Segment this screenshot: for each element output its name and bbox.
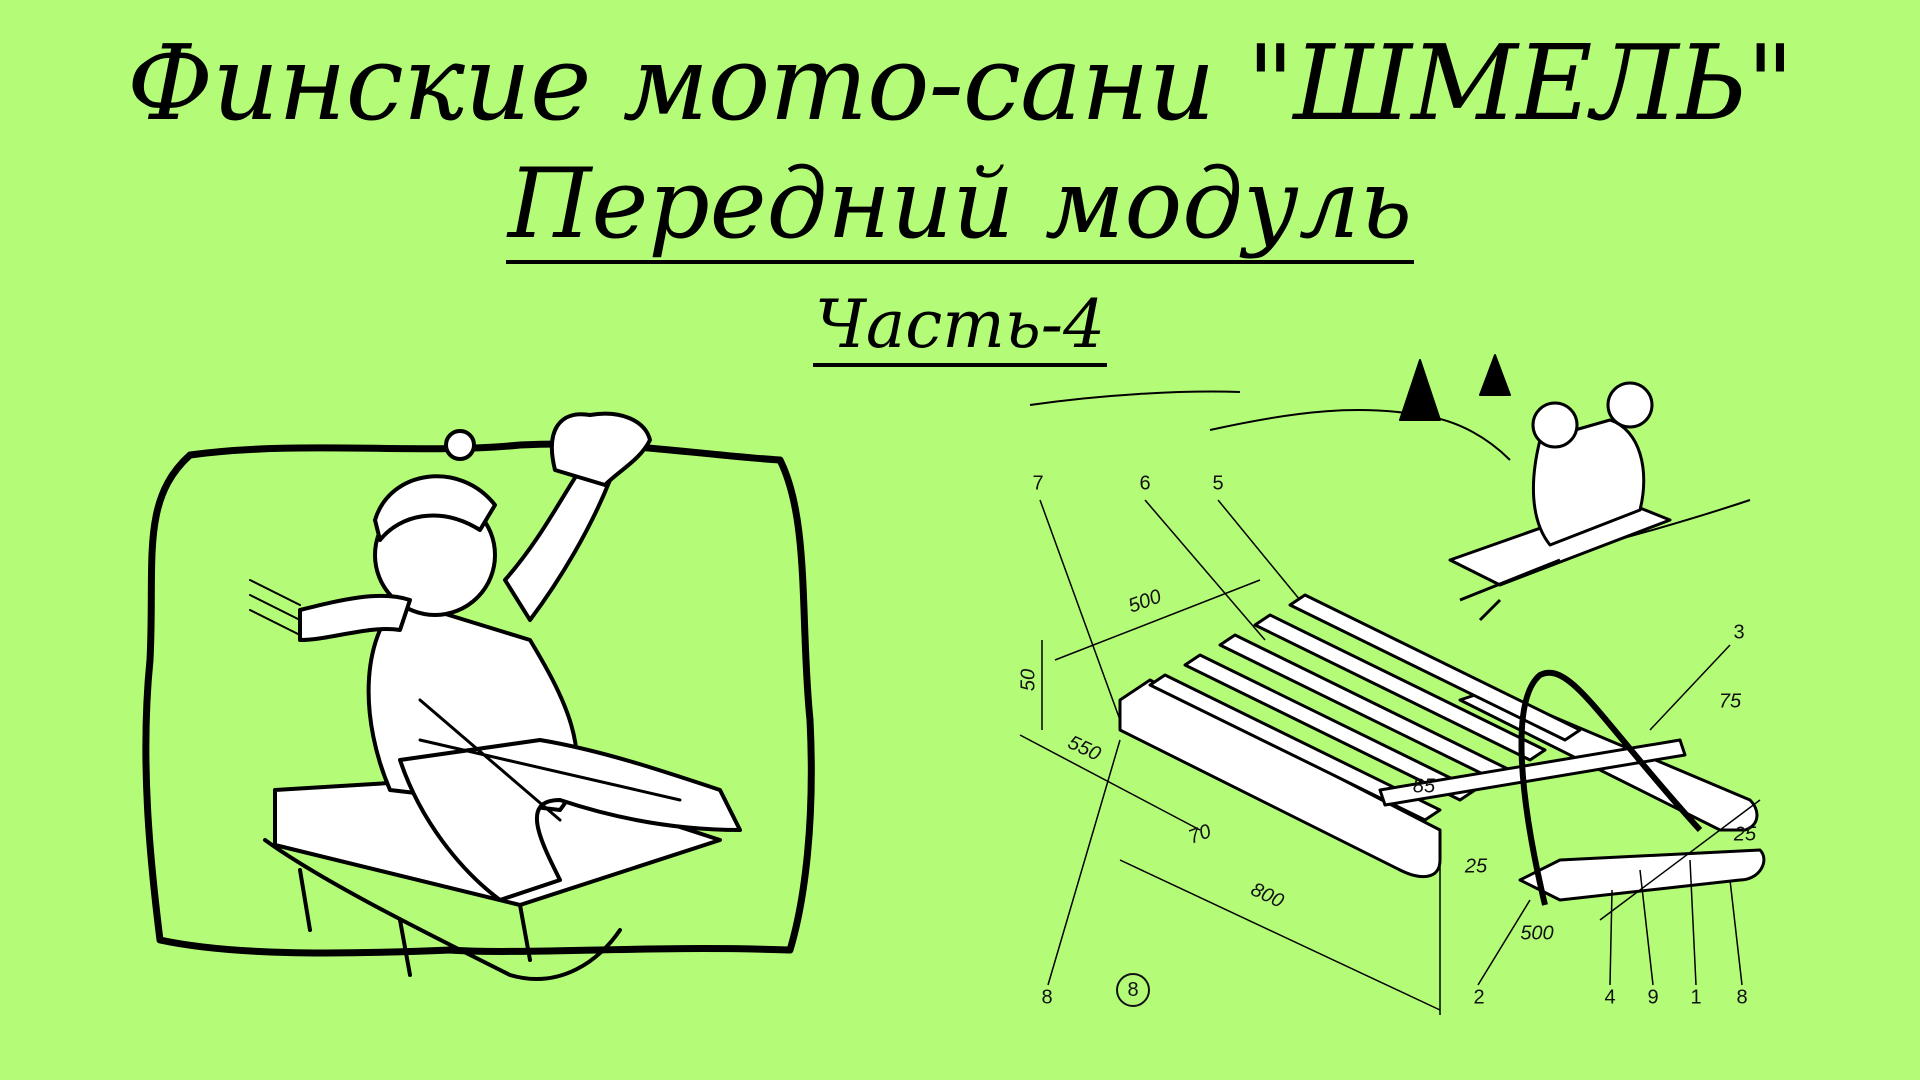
steering-bar: [1518, 669, 1703, 906]
subtitle-text: Передний модуль: [505, 148, 1415, 264]
title-line-2: Передний модуль: [0, 148, 1920, 264]
trees-icon: [1399, 354, 1511, 421]
part-label-7: 7: [1032, 472, 1044, 495]
figure-number: 8: [1116, 973, 1150, 1007]
part-label-2: 2: [1473, 986, 1485, 1009]
slat-5: [1148, 673, 1442, 822]
front-ski: [1518, 848, 1766, 902]
part-label-5: 5: [1212, 472, 1224, 495]
legs: [398, 738, 742, 902]
dim-50: 50: [1017, 668, 1040, 692]
part-text: Часть-4: [812, 286, 1108, 367]
scarf: [298, 593, 412, 642]
hat: [373, 474, 497, 542]
part-label-6: 6: [1139, 472, 1151, 495]
title-line-1: Финские мото-сани "ШМЕЛЬ": [0, 22, 1920, 144]
cross-beam: [1378, 738, 1687, 807]
part-label-8-left: 8: [1041, 986, 1053, 1009]
slat-1: [1288, 593, 1582, 742]
dim-25-left: 25: [1464, 855, 1488, 878]
dim-85: 85: [1412, 775, 1436, 798]
part-label-8-right: 8: [1736, 986, 1748, 1009]
mitten: [549, 411, 652, 487]
slat-2: [1253, 613, 1547, 762]
dimension-lines: [1019, 499, 1761, 1015]
dim-500-bottom: 500: [1520, 922, 1554, 945]
part-label-4: 4: [1604, 986, 1616, 1009]
part-label-3: 3: [1733, 621, 1745, 644]
part-label-1: 1: [1690, 986, 1702, 1009]
sled-frame: [1118, 593, 1766, 906]
children-on-sled: [1448, 381, 1672, 622]
part-label-9: 9: [1647, 986, 1659, 1009]
dim-75: 75: [1718, 690, 1742, 713]
left-runner: [1118, 678, 1442, 879]
dim-25-right: 25: [1733, 823, 1757, 846]
title-line-3: Часть-4: [0, 286, 1920, 367]
title-text: Финские мото-сани "ШМЕЛЬ": [126, 22, 1794, 144]
